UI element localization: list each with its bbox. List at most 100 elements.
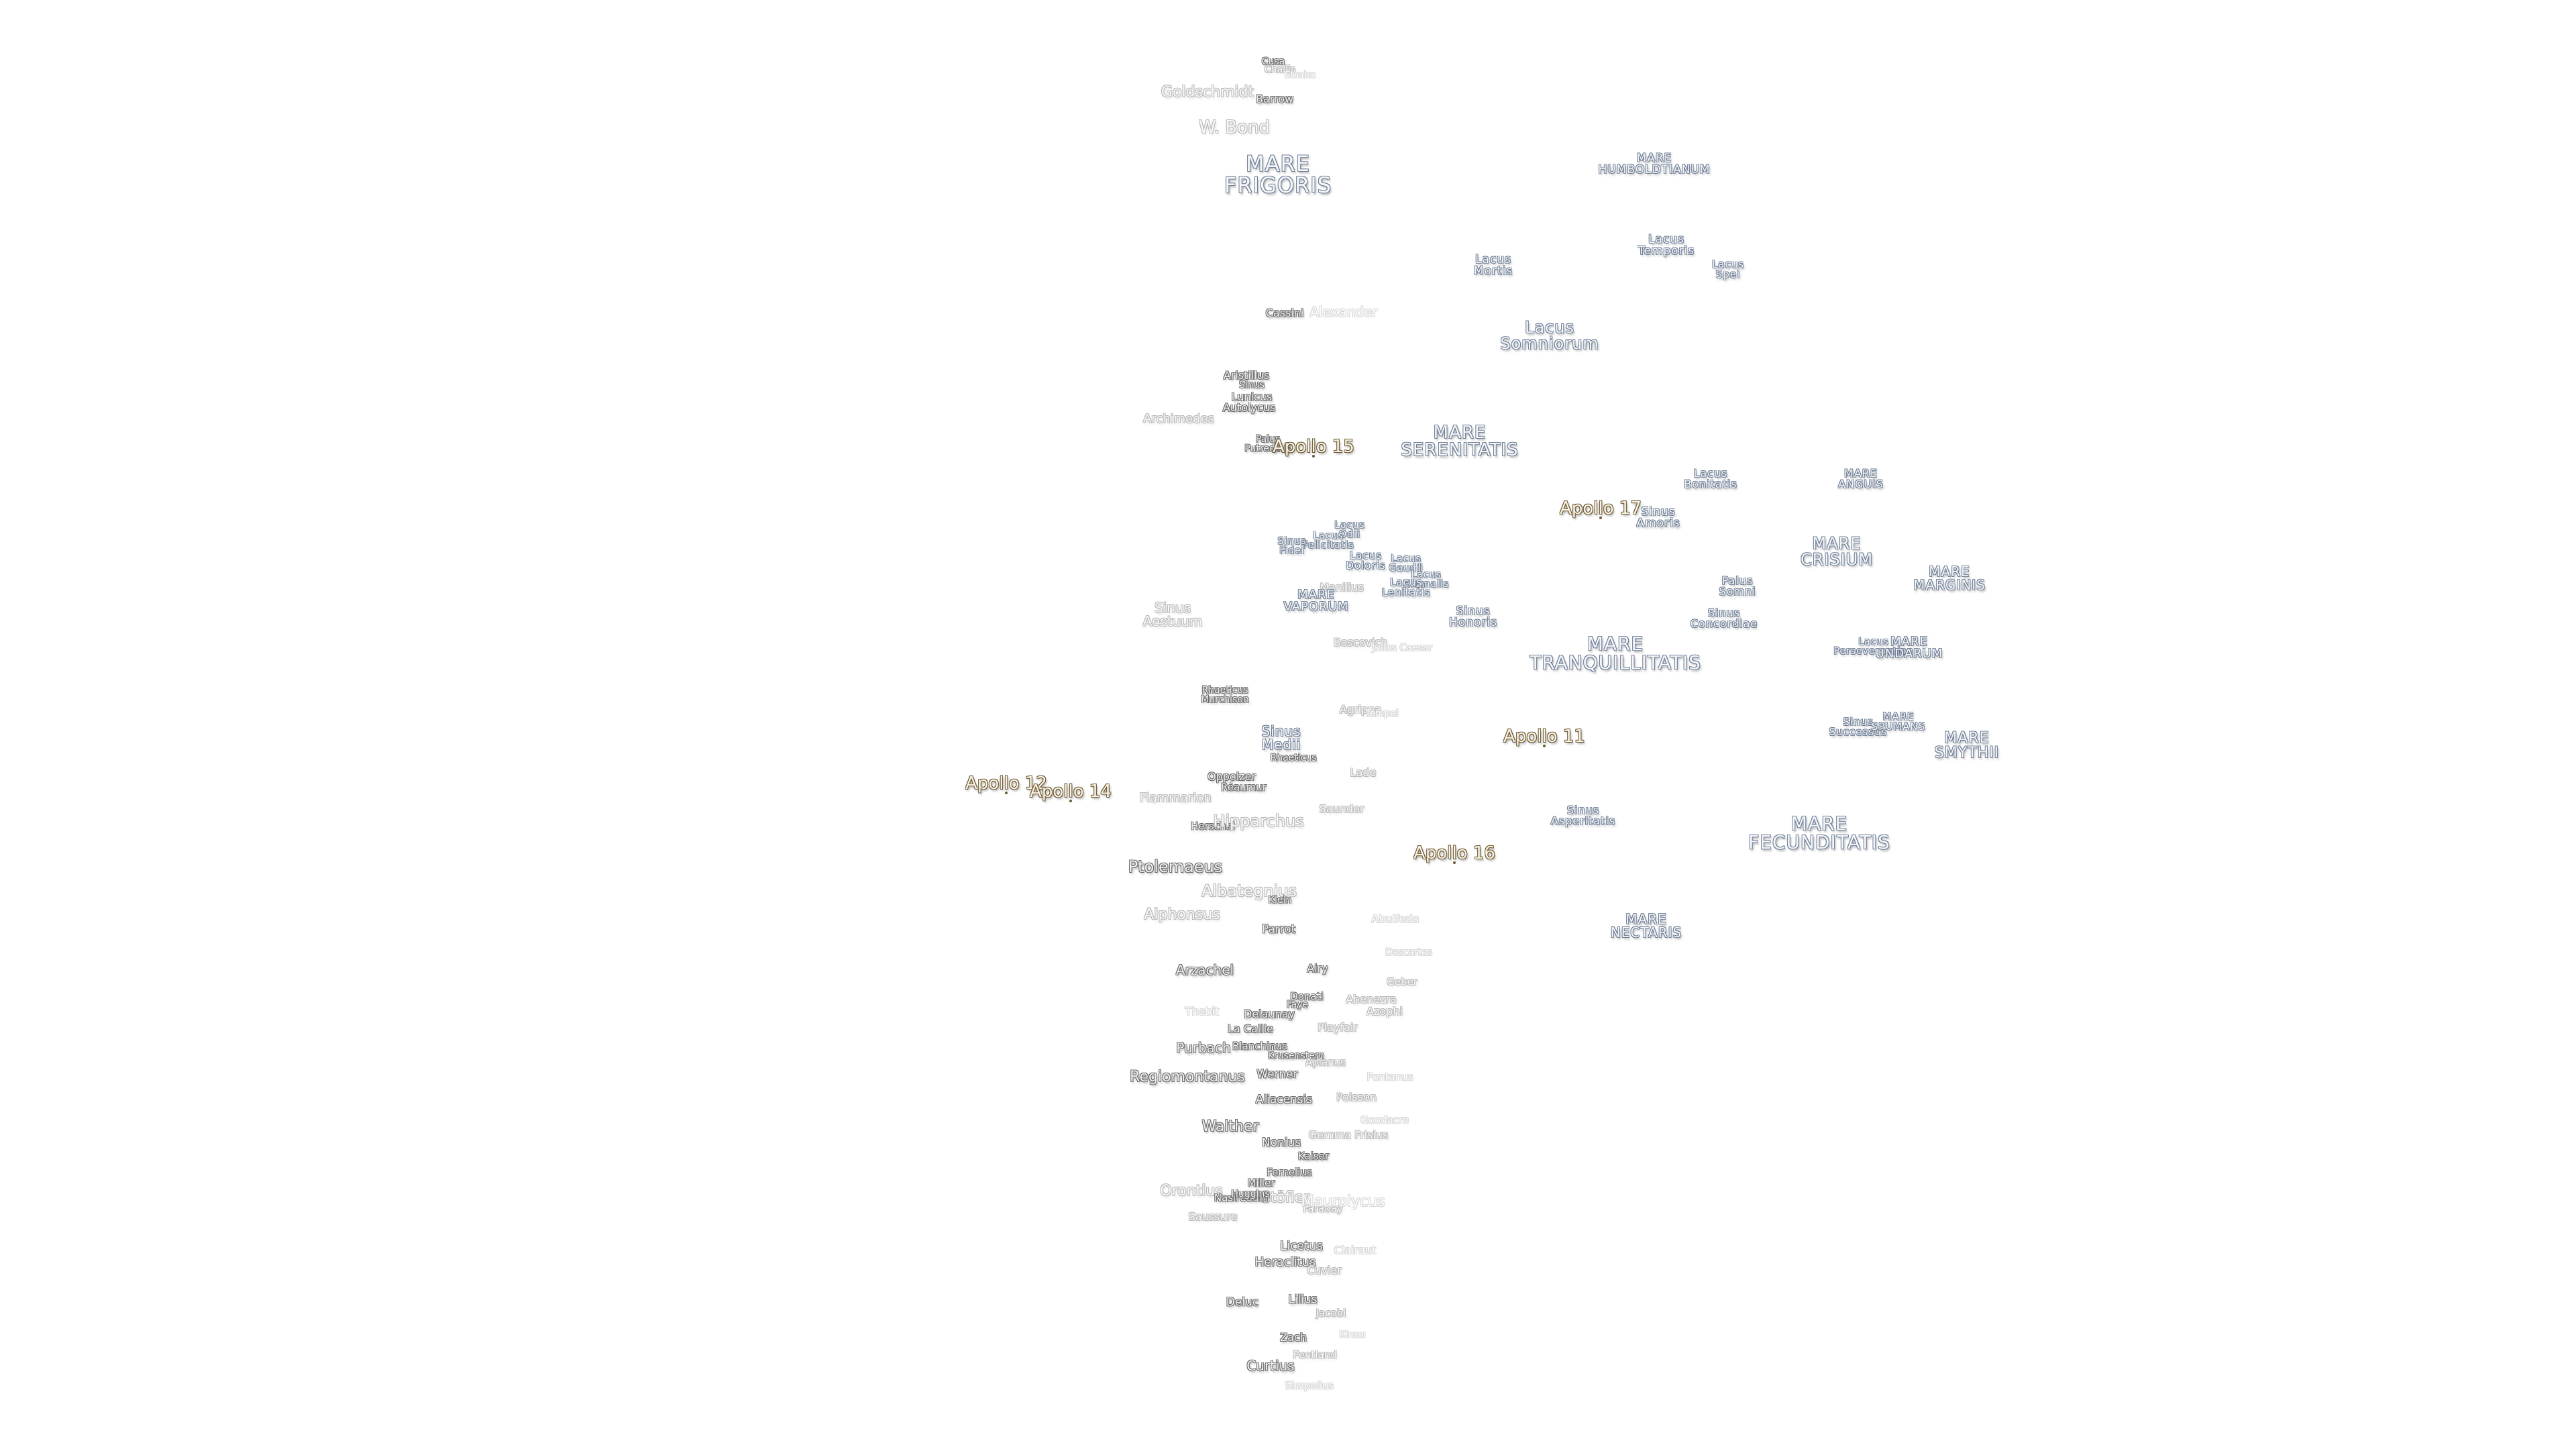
crater-label-nasireddin: Nasireddin bbox=[1214, 1191, 1269, 1204]
crater-label-azophi: Azophi bbox=[1366, 1005, 1403, 1018]
mare-label-sinus-asperitatis: Sinus Asperitatis bbox=[1550, 804, 1616, 827]
mare-label-sinus-medii: Sinus Medii bbox=[1261, 723, 1301, 753]
apollo-landing-site-marker[interactable] bbox=[1312, 455, 1315, 458]
crater-label-tempel: Tempel bbox=[1365, 708, 1399, 719]
apollo-landing-site-marker[interactable] bbox=[1453, 861, 1456, 865]
crater-label-alphonsus: Alphonsus bbox=[1144, 906, 1220, 923]
crater-label-w-bond: W. Bond bbox=[1199, 117, 1270, 138]
crater-label-arzachel: Arzachel bbox=[1175, 962, 1234, 978]
crater-label-hipparchus: Hipparchus bbox=[1213, 812, 1304, 830]
crater-label-boscovich: Boscovich bbox=[1333, 636, 1388, 649]
crater-label-strabo: Strabo bbox=[1284, 70, 1316, 80]
crater-label-rhaeticus: Rhaeticus bbox=[1270, 753, 1317, 763]
mare-label-sinus-fidei: Sinus Fidei bbox=[1277, 536, 1307, 556]
crater-label-flammarion: Flammarion bbox=[1139, 791, 1212, 805]
crater-label-albategnius: Albategnius bbox=[1201, 881, 1297, 900]
crater-label-lunicus: Lunicus bbox=[1231, 390, 1273, 403]
crater-label-julius-caesar: Julius Caesar bbox=[1372, 643, 1432, 653]
crater-label-abenezra: Abenezra bbox=[1346, 993, 1397, 1006]
crater-label-faye: Faye bbox=[1286, 1000, 1309, 1010]
apollo-landing-label-apollo-16[interactable]: Apollo 16 bbox=[1413, 843, 1495, 863]
crater-label-deluc: Deluc bbox=[1226, 1295, 1259, 1309]
crater-label-alexander: Alexander bbox=[1309, 304, 1378, 320]
apollo-landing-label-apollo-14[interactable]: Apollo 14 bbox=[1030, 782, 1112, 802]
crater-label-sinus: Sinus bbox=[1239, 380, 1265, 390]
crater-label-rhaeticus-murchison: Rhaeticus Murchison bbox=[1201, 685, 1249, 705]
crater-label-clairaut: Clairaut bbox=[1334, 1244, 1377, 1256]
crater-label-heraclitus: Heraclitus bbox=[1254, 1255, 1316, 1269]
crater-label-parrot: Parrot bbox=[1261, 922, 1296, 936]
crater-label-thebit: Thebit bbox=[1185, 1005, 1220, 1018]
crater-label-st-fler: Stöfler bbox=[1260, 1189, 1310, 1206]
apollo-landing-label-apollo-11[interactable]: Apollo 11 bbox=[1503, 727, 1585, 747]
crater-label-gemma-frisius: Gemma Frisius bbox=[1308, 1128, 1389, 1141]
mare-label-mare-anguis: MARE ANGUIS bbox=[1838, 467, 1884, 490]
mare-label-mare-marginis: MARE MARGINIS bbox=[1913, 564, 1986, 593]
crater-label-cuvier: Cuvier bbox=[1307, 1264, 1342, 1277]
crater-label-saunder: Saunder bbox=[1319, 802, 1364, 815]
crater-label-nonius: Nonius bbox=[1261, 1136, 1301, 1150]
apollo-landing-site-marker[interactable] bbox=[1069, 800, 1072, 803]
crater-label-huggins: Huggins bbox=[1231, 1189, 1270, 1199]
crater-label-goldschmidt: Goldschmidt bbox=[1161, 84, 1254, 101]
crater-label-agrippa: Agrippa bbox=[1339, 703, 1382, 716]
crater-label-fernelius: Fernelius bbox=[1267, 1166, 1312, 1179]
crater-label-palus-putredinis: Palus Putredinis bbox=[1244, 434, 1291, 454]
crater-label-challis: Challis bbox=[1264, 64, 1296, 75]
mare-label-mare-crisium: MARE CRISIUM bbox=[1800, 534, 1874, 569]
mare-label-mare-undarum: MARE UNDARUM bbox=[1875, 635, 1943, 661]
crater-label-aristillus: Aristillus bbox=[1223, 369, 1270, 382]
apollo-landing-label-apollo-12[interactable]: Apollo 12 bbox=[965, 773, 1047, 794]
mare-label-lacus-doloris: Lacus Doloris bbox=[1346, 549, 1386, 572]
apollo-landing-label-apollo-17[interactable]: Apollo 17 bbox=[1560, 498, 1642, 519]
crater-label-apianus: Apianus bbox=[1305, 1056, 1346, 1069]
mare-label-lacus-spei: Lacus Spei bbox=[1711, 258, 1745, 280]
apollo-landing-site-marker[interactable] bbox=[1599, 517, 1602, 520]
crater-label-sinus-aestuum: Sinus Aestuum bbox=[1142, 600, 1203, 629]
mare-label-palus-somni: Palus Somni bbox=[1719, 574, 1756, 598]
crater-label-delaunay: Delaunay bbox=[1244, 1008, 1295, 1020]
crater-label-faraday: Faraday bbox=[1303, 1202, 1343, 1215]
crater-label-kinau: Kinau bbox=[1339, 1330, 1366, 1340]
mare-label-mare-frigoris: MARE FRIGORIS bbox=[1224, 151, 1332, 198]
mare-label-mare-vaporum: MARE VAPORUM bbox=[1283, 588, 1349, 614]
crater-label-ptolemaeus: Ptolemaeus bbox=[1128, 857, 1223, 876]
mare-label-mare-nectaris: MARE NECTARIS bbox=[1610, 911, 1682, 941]
apollo-landing-site-marker[interactable] bbox=[1543, 745, 1546, 748]
mare-label-lacus-lenitatis: Lacus Lenitatis bbox=[1381, 576, 1431, 598]
mare-label-mare-tranquillitatis: MARE TRANQUILLITATIS bbox=[1529, 633, 1701, 674]
apollo-landing-site-marker[interactable] bbox=[1005, 792, 1008, 795]
crater-label-archimedes: Archimedes bbox=[1142, 412, 1215, 426]
crater-label-aliacensis: Aliacensis bbox=[1255, 1093, 1313, 1107]
crater-label-barrow: Barrow bbox=[1255, 93, 1294, 105]
crater-label-r-aumur: Réaumur bbox=[1221, 781, 1267, 794]
mare-label-sinus-successus: Sinus Successus bbox=[1829, 716, 1888, 738]
mare-label-sinus-concordiae: Sinus Concordiae bbox=[1690, 606, 1758, 630]
mare-label-lacus-odii: Lacus Odii bbox=[1334, 520, 1365, 540]
mare-label-mare-smythii: MARE SMYTHII bbox=[1934, 730, 2000, 761]
mare-label-lacus-hiemalis: Lacus Hiemalis bbox=[1403, 570, 1450, 590]
crater-label-manilius: Manilius bbox=[1320, 581, 1364, 594]
crater-label-abulfeda: Abulfeda bbox=[1371, 912, 1419, 925]
crater-label-kaiser: Kaiser bbox=[1297, 1150, 1330, 1163]
crater-label-regiomontanus: Regiomontanus bbox=[1130, 1069, 1245, 1085]
crater-label-licetus: Licetus bbox=[1280, 1239, 1323, 1253]
crater-label-werner: Werner bbox=[1256, 1067, 1298, 1081]
mare-label-lacus-felicitatis: Lacus Felicitatis bbox=[1302, 531, 1354, 551]
crater-label-cassini: Cassini bbox=[1265, 307, 1304, 319]
crater-label-jacobi: Jacobi bbox=[1316, 1307, 1346, 1320]
crater-label-walther: Walther bbox=[1201, 1118, 1259, 1135]
crater-label-pontanus: Pontanus bbox=[1366, 1071, 1413, 1083]
mare-label-lacus-somniorum: Lacus Somniorum bbox=[1500, 318, 1599, 353]
mare-label-lacus-perseverantiae: Lacus Perseverantiae bbox=[1833, 637, 1914, 657]
crater-label-krusenstern: Krusenstern bbox=[1267, 1051, 1325, 1061]
apollo-landing-label-apollo-15[interactable]: Apollo 15 bbox=[1273, 437, 1354, 457]
crater-label-playfair: Playfair bbox=[1318, 1021, 1358, 1034]
crater-label-lilius: Lilius bbox=[1288, 1293, 1318, 1307]
crater-label-goodacre: Goodacre bbox=[1360, 1114, 1409, 1126]
crater-label-purbach: Purbach bbox=[1176, 1040, 1231, 1056]
crater-label-miller: Miller bbox=[1247, 1177, 1275, 1189]
mare-label-lacus-gaudii: Lacus Gaudii bbox=[1389, 553, 1424, 574]
mare-label-lacus-temporis: Lacus Temporis bbox=[1638, 233, 1695, 258]
